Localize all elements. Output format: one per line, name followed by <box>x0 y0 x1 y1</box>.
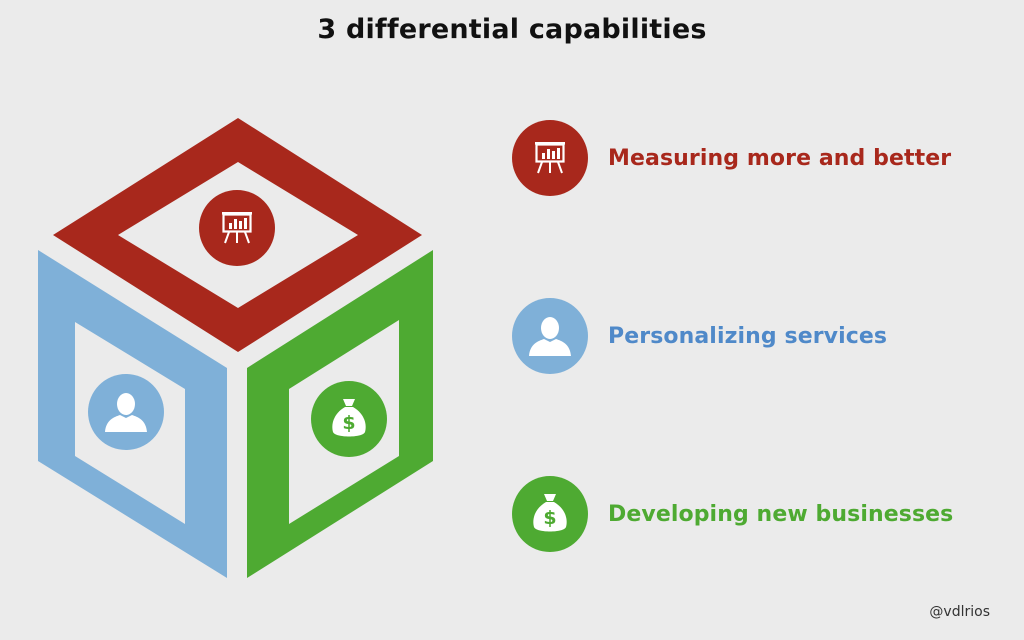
capability-cube: $ <box>38 118 433 578</box>
cube-money-bag-icon-circle: $ <box>311 381 387 457</box>
svg-text:$: $ <box>342 412 355 434</box>
capability-icon-circle: $ <box>512 476 588 552</box>
chart-presentation-icon <box>222 212 252 244</box>
chart-presentation-icon <box>535 142 565 174</box>
cube-left-face <box>38 250 227 578</box>
capability-label: Personalizing services <box>608 323 888 349</box>
slide-title: 3 differential capabilities <box>317 14 707 45</box>
money-bag-icon: $ <box>332 399 366 437</box>
capability-row-measuring: Measuring more and better <box>512 120 951 196</box>
user-icon <box>529 317 571 356</box>
capability-label: Measuring more and better <box>608 145 952 171</box>
svg-text:$: $ <box>543 507 556 529</box>
capability-icon-circle <box>512 298 588 374</box>
cube-chart-icon-circle <box>199 190 275 266</box>
cube-top-face <box>53 118 422 352</box>
cube-user-icon-circle <box>88 374 164 450</box>
cube-right-face <box>247 250 433 578</box>
capability-row-developing: $ Developing new businesses <box>512 476 953 552</box>
capability-label: Developing new businesses <box>608 501 954 527</box>
author-handle: @vdlrios <box>929 604 990 620</box>
capability-row-personalizing: Personalizing services <box>512 298 887 374</box>
user-icon <box>105 393 147 432</box>
money-bag-icon: $ <box>533 494 567 532</box>
capability-icon-circle <box>512 120 588 196</box>
